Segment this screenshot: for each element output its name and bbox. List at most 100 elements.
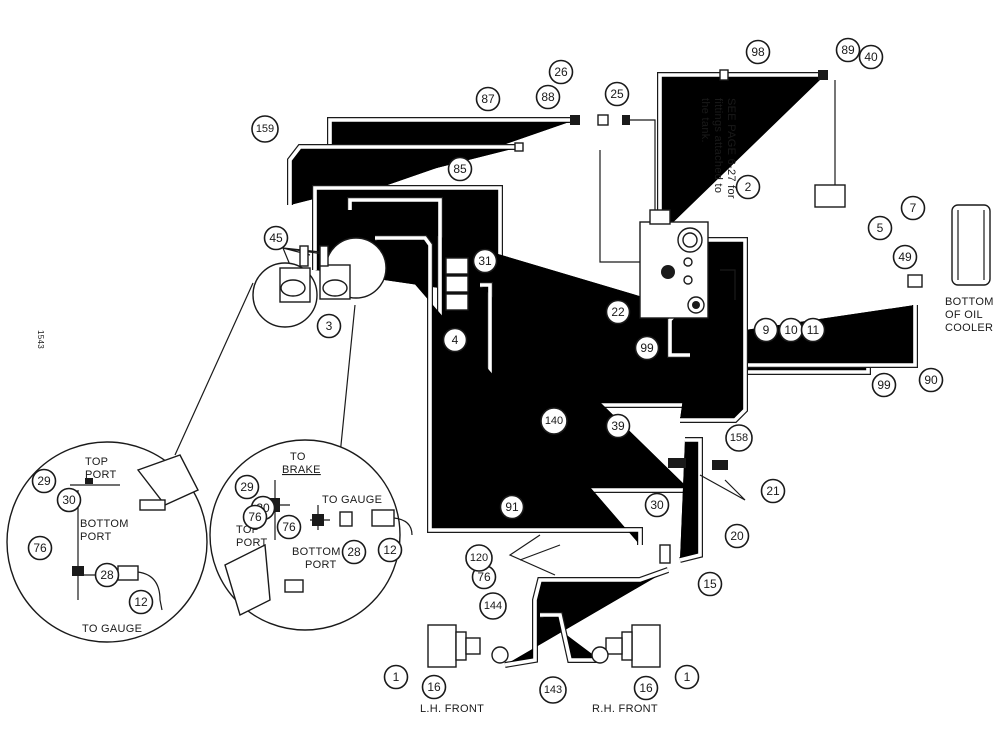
callout-number: 91 <box>505 500 519 514</box>
callout-85: 85 <box>447 156 473 182</box>
callout-29: 29 <box>31 468 57 494</box>
callout-31: 31 <box>472 248 498 274</box>
callout-number: 76 <box>33 541 47 555</box>
callout-number: 88 <box>541 90 555 104</box>
callout-number: 85 <box>453 162 467 176</box>
callout-21: 21 <box>760 478 786 504</box>
callout-number: 10 <box>784 323 798 337</box>
callout-number: 89 <box>841 43 855 57</box>
label-bottom-port-1: BOTTOM <box>80 518 129 530</box>
callout-number: 15 <box>703 577 717 591</box>
callout-number: 12 <box>383 543 397 557</box>
callout-88: 88 <box>535 84 561 110</box>
callout-15: 15 <box>697 571 723 597</box>
callout-number: 20 <box>730 529 744 543</box>
callout-26: 26 <box>548 59 574 85</box>
callout-140: 140 <box>540 407 568 435</box>
callout-number: 140 <box>545 415 563 427</box>
callout-29: 29 <box>234 474 260 500</box>
callout-number: 22 <box>611 305 625 319</box>
label-cooler: COOLER <box>945 322 993 334</box>
label-lh-front: L.H. FRONT <box>420 703 484 715</box>
callout-1: 1 <box>674 664 700 690</box>
callout-number: 1 <box>393 670 400 684</box>
callout-number: 9 <box>763 323 770 337</box>
label-to-gauge-right: TO GAUGE <box>322 494 382 506</box>
note-tank: the tank. <box>699 98 711 143</box>
callout-76: 76 <box>276 514 302 540</box>
callout-7: 7 <box>900 195 926 221</box>
thin-lines <box>174 80 836 576</box>
callout-number: 98 <box>751 45 765 59</box>
callout-number: 76 <box>282 520 296 534</box>
callout-number: 26 <box>554 65 568 79</box>
callout-30: 30 <box>644 492 670 518</box>
label-of-oil: OF OIL <box>945 309 983 321</box>
callout-number: 144 <box>484 600 502 612</box>
callout-76: 76 <box>27 535 53 561</box>
callout-9: 9 <box>753 317 779 343</box>
callout-number: 99 <box>640 341 654 355</box>
callout-120: 120 <box>465 544 493 572</box>
label-bottom-port-r1: BOTTOM <box>292 546 341 558</box>
callout-159: 159 <box>251 115 279 143</box>
callout-45: 45 <box>263 225 289 251</box>
callout-number: 29 <box>37 474 51 488</box>
callout-20: 20 <box>724 523 750 549</box>
callout-number: 120 <box>470 552 488 564</box>
label-to: TO <box>290 451 306 463</box>
callout-143: 143 <box>539 676 567 704</box>
callout-76: 76 <box>242 504 268 530</box>
callout-number: 16 <box>639 681 653 695</box>
callout-4: 4 <box>442 327 468 353</box>
wheel-rh <box>591 624 661 668</box>
label-bottom: BOTTOM <box>945 296 994 308</box>
callout-99: 99 <box>634 335 660 361</box>
callout-number: 1 <box>684 670 691 684</box>
callout-number: 28 <box>347 545 361 559</box>
callout-number: 87 <box>481 92 495 106</box>
callout-number: 7 <box>910 201 917 215</box>
callout-number: 2 <box>745 180 752 194</box>
callout-25: 25 <box>604 81 630 107</box>
callout-16: 16 <box>421 674 447 700</box>
callout-2: 2 <box>735 174 761 200</box>
hydraulic-tank <box>639 209 709 319</box>
callout-number: 143 <box>544 684 562 696</box>
figure-code: 1543 <box>36 330 45 349</box>
callout-158: 158 <box>725 424 753 452</box>
callout-number: 28 <box>100 568 114 582</box>
label-top-port-1: TOP <box>85 456 108 468</box>
callout-number: 76 <box>477 570 491 584</box>
callout-30: 30 <box>56 487 82 513</box>
callout-number: 29 <box>240 480 254 494</box>
callout-number: 30 <box>62 493 76 507</box>
brake-valves <box>252 237 387 328</box>
callout-11: 11 <box>800 317 826 343</box>
callout-number: 39 <box>611 419 625 433</box>
callout-40: 40 <box>858 44 884 70</box>
callout-number: 4 <box>452 333 459 347</box>
callout-number: 25 <box>610 87 624 101</box>
label-top-port-2: PORT <box>85 469 117 481</box>
callout-10: 10 <box>778 317 804 343</box>
small-fittings <box>659 458 728 564</box>
callout-5: 5 <box>867 215 893 241</box>
callout-number: 90 <box>924 373 938 387</box>
callout-number: 158 <box>730 432 748 444</box>
callout-number: 76 <box>248 510 262 524</box>
callout-39: 39 <box>605 413 631 439</box>
callout-12: 12 <box>377 537 403 563</box>
callout-28: 28 <box>341 539 367 565</box>
label-bottom-port-2: PORT <box>80 531 112 543</box>
callout-89: 89 <box>835 37 861 63</box>
callout-87: 87 <box>475 86 501 112</box>
callout-16: 16 <box>633 675 659 701</box>
callout-12: 12 <box>128 589 154 615</box>
callout-number: 49 <box>898 250 912 264</box>
note-fittings: fittings attached to <box>712 98 724 193</box>
callout-1: 1 <box>383 664 409 690</box>
